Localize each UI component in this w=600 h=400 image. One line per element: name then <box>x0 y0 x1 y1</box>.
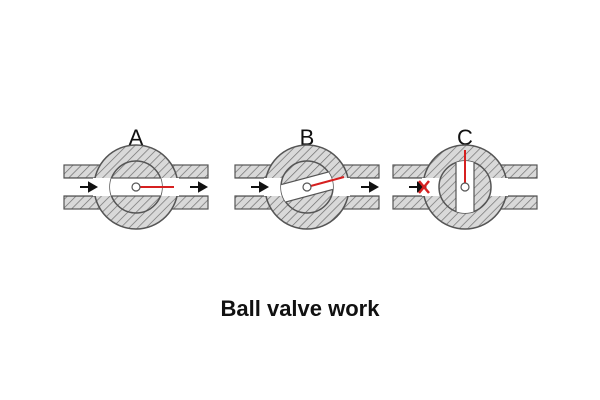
valve-panel-c: C <box>392 125 538 230</box>
figure-caption: Ball valve work <box>220 296 380 321</box>
panel-label-a: A <box>129 125 144 150</box>
valve-stem-icon <box>306 176 345 188</box>
arrow-right-icon <box>361 181 380 193</box>
x-mark-icon <box>418 180 430 194</box>
stem-pivot <box>131 182 141 192</box>
panel-label-b: B <box>300 125 315 150</box>
stem-pivot <box>460 182 470 192</box>
valve-panel-b: B <box>234 125 380 230</box>
stem-pivot <box>302 182 312 192</box>
arrow-right-icon <box>190 181 209 193</box>
panel-label-c: C <box>457 125 473 150</box>
arrow-right-icon <box>80 181 99 193</box>
arrow-right-icon <box>251 181 270 193</box>
valve-panel-a: A <box>63 125 209 230</box>
